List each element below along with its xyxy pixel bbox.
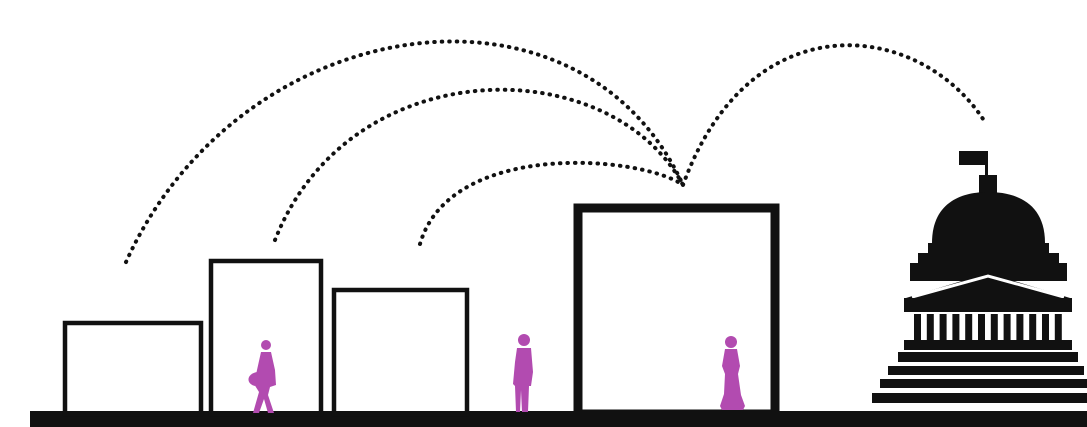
capitol-column [1055, 314, 1062, 341]
capitol-column [991, 314, 998, 341]
capitol-column [1029, 314, 1036, 341]
connection-arcs [126, 41, 985, 262]
steps-icon [872, 352, 1087, 403]
arc-medium-to-large [420, 163, 683, 244]
arc-small-to-large [126, 41, 683, 262]
capitol-column [1042, 314, 1049, 341]
capitol-column [1004, 314, 1011, 341]
capitol-column [965, 314, 972, 341]
capitol-column [1016, 314, 1023, 341]
arc-large-to-capitol [683, 45, 985, 185]
column-icon [914, 314, 1062, 341]
capitol-icon [872, 151, 1087, 403]
person-robed-icon [720, 336, 745, 410]
building-medium [334, 290, 467, 414]
person-walking-icon [248, 340, 276, 413]
buildings [65, 208, 775, 414]
capitol-column [952, 314, 959, 341]
capitol-column [914, 314, 921, 341]
building-large [578, 208, 775, 414]
person-standing-icon [513, 334, 533, 412]
flag-icon [959, 151, 985, 165]
capitol-column [940, 314, 947, 341]
capitol-column [978, 314, 985, 341]
dome-icon [932, 192, 1045, 243]
building-small-left [65, 323, 201, 414]
capitol-column [927, 314, 934, 341]
